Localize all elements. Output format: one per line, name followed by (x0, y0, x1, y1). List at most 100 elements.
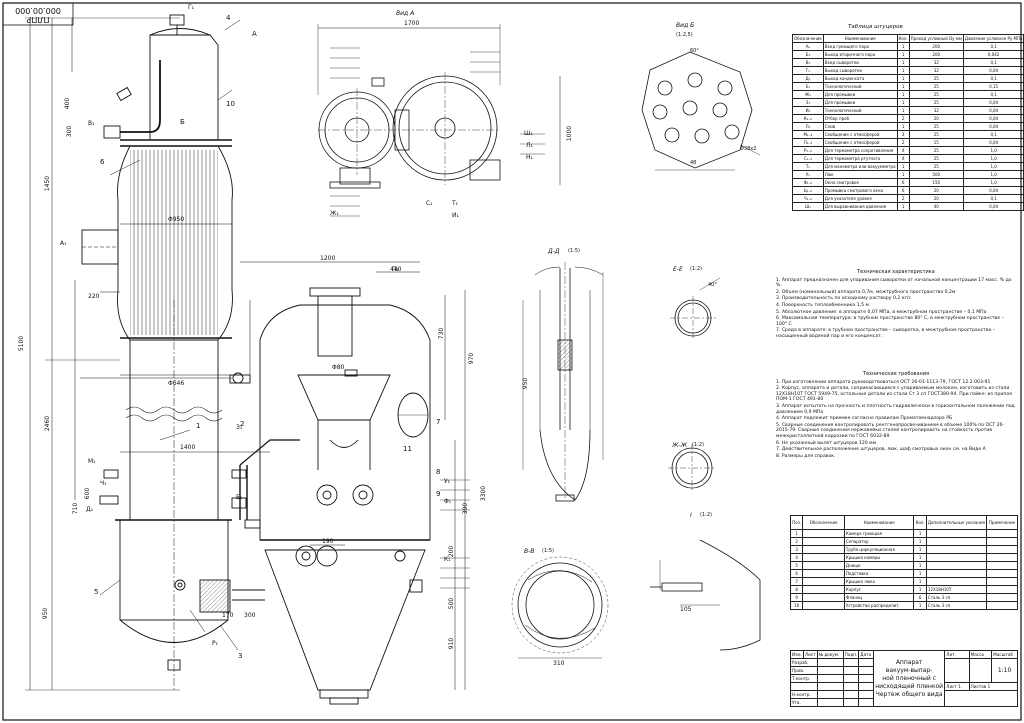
nozzle-cell-designation: И₁ (792, 106, 824, 115)
parts-cell-pos: 10 (789, 601, 804, 610)
detail-i-scale: (1:2) (700, 512, 712, 518)
parts-cell-designation (802, 529, 845, 538)
pos-3: 3 (238, 652, 243, 660)
tech-chars-item: 6. Максимальная температура: в трубном п… (776, 316, 1004, 327)
parts-cell-qty: 1 (913, 561, 927, 570)
nozzle-cell-dn: 20 (908, 114, 964, 123)
tb-cell (816, 698, 844, 707)
dim-730: 730 (438, 327, 446, 340)
pos-2: 2 (240, 420, 245, 428)
nozzle-cell-pn: 1,0 (962, 146, 1024, 155)
nozzle-cell-name: Для термометра ртутного (822, 154, 898, 163)
nozzle-z: З₁ (236, 424, 243, 431)
section-vv (511, 556, 609, 659)
nozzle-cell-name: Вход греющего пара (822, 42, 898, 51)
dim-390: 390 (462, 502, 470, 515)
nozzle-cell-dn: 25 (908, 162, 964, 171)
tb-cell (858, 658, 874, 667)
nozzle-cell-name: Промывка смотрового окна (822, 186, 898, 195)
nozzle-cell-pn: 0,04 (962, 186, 1024, 195)
tb-cell (858, 690, 874, 699)
nozzle-cell-name: Технологический (822, 106, 898, 115)
parts-cell-qty: 1 (913, 545, 927, 554)
pos-7: 7 (436, 418, 441, 426)
parts-cell-qty: 1 (913, 553, 927, 562)
tech-reqs-item: 7. Действительное расположение штуцеров,… (776, 447, 986, 453)
parts-cell-name: Днище (843, 561, 915, 570)
nozzle-cell-qty: 1 (896, 202, 910, 211)
parts-cell-extra (925, 577, 987, 586)
dim-600: 600 (84, 487, 92, 500)
tb-cell (858, 682, 874, 691)
dim-105: 105 (680, 606, 692, 613)
dim-300: 300 (66, 125, 74, 138)
sec-vv-scale: (1:5) (542, 548, 554, 554)
nozzle-table-title: Таблица штуцеров (848, 24, 903, 30)
nozzle-cell-qty: 1 (896, 98, 910, 107)
parts-cell-note (985, 561, 1019, 570)
nozzle-cell-pn: 1,0 (962, 162, 1024, 171)
nozzle-cell-pn: 0,04 (962, 106, 1024, 115)
nozzle-cell-designation: Б₁ (792, 50, 824, 59)
tb-mass-val (968, 658, 993, 683)
dim-d38: Φ38x2 (740, 146, 757, 152)
nozzle-cell-dn: 200 (908, 42, 964, 51)
tb-cell (858, 666, 874, 675)
nozzle-zh: Ж₁ (330, 210, 339, 217)
tb-name: Аппарат вакуум-выпар- ной пленочный с ни… (872, 650, 946, 707)
nozzle-cell-qty: 1 (896, 74, 910, 83)
sec-ee-title: Е-Е (673, 266, 683, 273)
parts-cell-extra (925, 553, 987, 562)
tb-cell (842, 674, 860, 683)
tb-person-3: Т.контр. (790, 674, 818, 683)
sec-dd-scale: (1:5) (568, 248, 580, 254)
tb-cell (816, 690, 844, 699)
nozzle-cell-pn: 0,1 (962, 194, 1024, 203)
dim-1200: 1200 (320, 255, 336, 262)
tb-scale: 1:10 (991, 658, 1018, 683)
tb-name-line-1: Аппарат (895, 658, 923, 666)
nozzle-col-designation: Обозначение (792, 34, 824, 43)
parts-cell-note (985, 593, 1019, 602)
nozzle-cell-pn: 1,0 (962, 170, 1024, 179)
parts-cell-pos: 1 (789, 529, 804, 538)
parts-cell-designation (802, 545, 845, 554)
nozzle-cell-name: Для указателя уровня (822, 194, 898, 203)
parts-cell-note (985, 569, 1019, 578)
parts-cell-designation (802, 537, 845, 546)
nozzle-cell-designation: Φ₁₋₆ (792, 178, 824, 187)
tb-cell (858, 674, 874, 683)
nozzle-cell-qty: 2 (896, 194, 910, 203)
parts-col-note: Примечание (985, 515, 1019, 530)
code-box (2, 2, 74, 26)
nozzle-cell-dn: 20 (908, 194, 964, 203)
nozzle-cell-designation: Р₁₋₄ (792, 146, 824, 155)
tb-org (944, 690, 1018, 707)
nozzle-cell-name: Выход сыворотки (822, 66, 898, 75)
tb-person-1: Разраб. (790, 658, 818, 667)
nozzle-cell-pn: 0,1 (962, 42, 1024, 51)
nozzle-cell-designation: А₁ (792, 42, 824, 51)
tb-cell (816, 666, 844, 675)
dim-total: 5100 (18, 335, 26, 352)
nozzle-cell-qty: 1 (896, 66, 910, 75)
nozzle-col-qty: Кол. (896, 34, 910, 43)
parts-cell-name: Камера греющая (843, 529, 915, 538)
tb-sheets: Листов 1 (968, 682, 1019, 691)
tech-chars-item: 4. Поверхность теплообменника 1,5 м (776, 302, 869, 308)
tb-scale-h: Масштаб (991, 650, 1018, 659)
nozzle-cell-designation: Ш₁ (792, 202, 824, 211)
view-b-scale: (1:2,5) (676, 32, 693, 38)
parts-cell-extra (925, 545, 987, 554)
nozzle-cell-designation: Т₁ (792, 162, 824, 171)
parts-cell-qty: 1 (913, 577, 927, 586)
parts-cell-extra: Сталь 3 сп (925, 593, 987, 602)
view-b-title: Вид Б (676, 22, 695, 29)
